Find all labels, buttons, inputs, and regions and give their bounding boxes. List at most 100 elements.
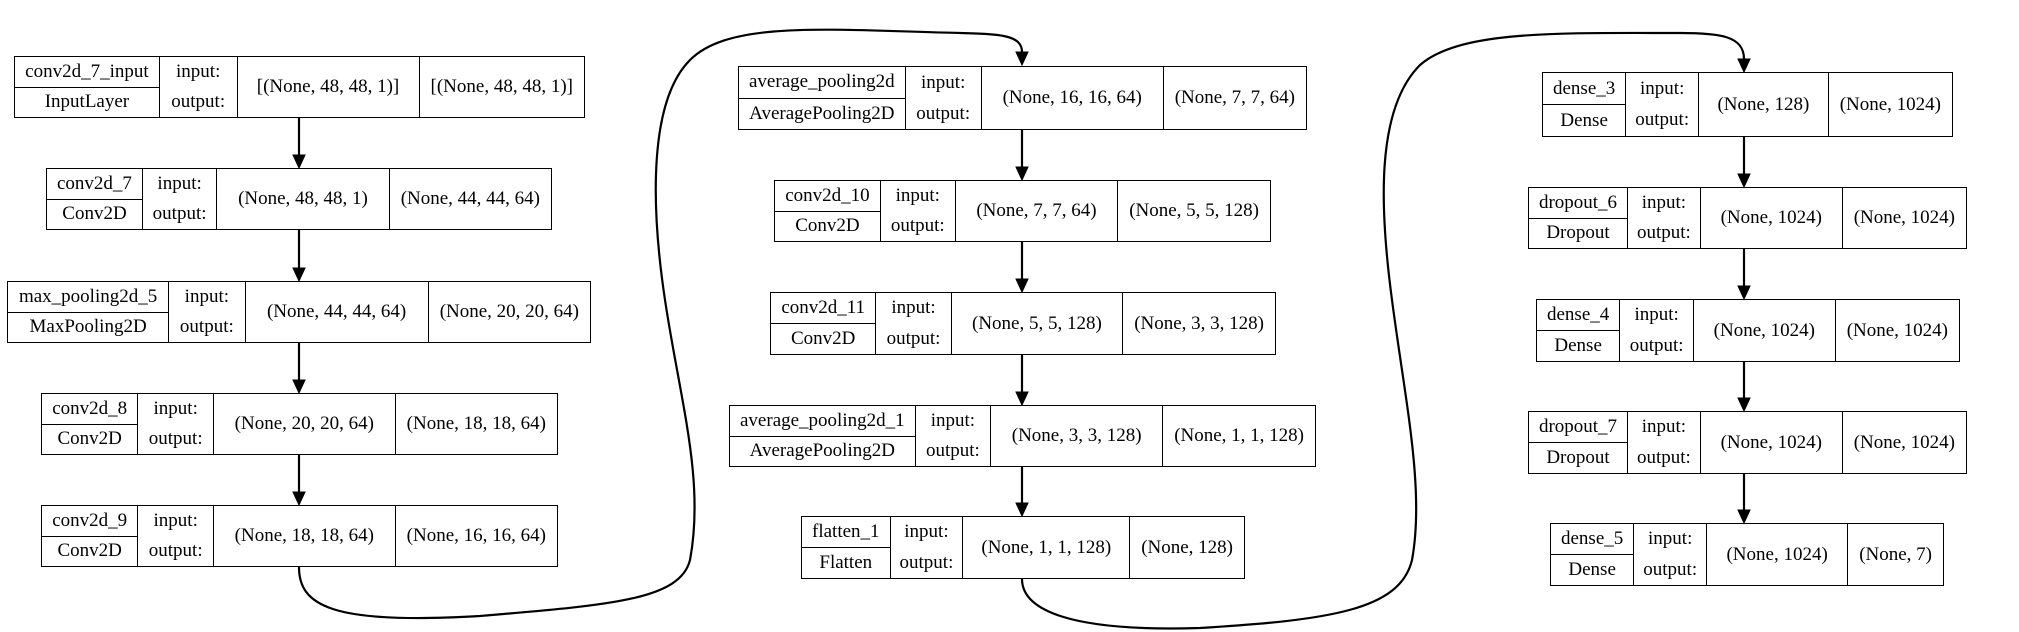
arrowhead xyxy=(1737,509,1751,525)
output-label: output: xyxy=(148,428,203,449)
output-label: output: xyxy=(171,91,226,112)
input-shape: (None, 44, 44, 64) xyxy=(246,282,429,342)
input-label: input: xyxy=(153,510,198,531)
arrowhead xyxy=(1737,285,1751,301)
output-label: output: xyxy=(1637,446,1691,468)
layer-name: dense_4 xyxy=(1537,300,1620,331)
output-shape: (None, 1, 1, 128) xyxy=(1174,425,1304,446)
layer-type: Dense xyxy=(1560,109,1608,131)
input-label: input: xyxy=(895,185,940,206)
layer-type: InputLayer xyxy=(44,91,130,113)
input-label: input: xyxy=(1634,304,1679,326)
output-label: output: xyxy=(152,203,207,224)
output-shape: (None, 128) xyxy=(1141,536,1233,558)
layer-type: Dense xyxy=(1568,559,1616,580)
input-shape: (None, 1024) xyxy=(1707,524,1849,585)
output-shape: (None, 1024) xyxy=(1853,207,1955,228)
input-shape: (None, 48, 48, 1) xyxy=(217,169,390,229)
arrowhead xyxy=(1015,391,1029,407)
layer-type: MaxPooling2D xyxy=(29,316,147,338)
layer-type: Dropout xyxy=(1546,222,1610,244)
output-label: output: xyxy=(1629,334,1684,356)
arrowhead xyxy=(1737,58,1751,74)
layer-name: flatten_1 xyxy=(802,517,890,548)
layer-name: conv2d_8 xyxy=(42,394,138,425)
input-label: input: xyxy=(153,398,198,419)
layer-name: dropout_7 xyxy=(1529,412,1627,443)
input-shape: (None, 1024) xyxy=(1701,188,1843,248)
output-label: output: xyxy=(916,102,971,124)
layer-name: dense_5 xyxy=(1551,524,1634,555)
arrowhead xyxy=(1015,278,1029,294)
layer-type: AveragePooling2D xyxy=(749,440,895,462)
layer-name: conv2d_11 xyxy=(771,293,876,324)
output-shape: (None, 1024) xyxy=(1853,431,1955,453)
input-shape: (None, 1024) xyxy=(1694,300,1836,361)
output-shape: (None, 5, 5, 128) xyxy=(1129,200,1259,221)
layer-type: Conv2D xyxy=(57,540,122,562)
layer-type: Conv2D xyxy=(62,203,127,225)
arrowhead xyxy=(1015,166,1029,182)
input-label: input: xyxy=(176,61,221,82)
layer-name: average_pooling2d xyxy=(739,67,905,99)
layer-type: Conv2D xyxy=(790,328,856,349)
input-label: input: xyxy=(1648,528,1693,550)
layer-type: Conv2D xyxy=(57,428,122,450)
input-label: input: xyxy=(157,173,202,194)
input-shape: (None, 3, 3, 128) xyxy=(991,406,1164,466)
arrowhead xyxy=(1015,51,1029,67)
layer-name: conv2d_10 xyxy=(775,181,880,212)
output-shape: (None, 44, 44, 64) xyxy=(400,188,540,209)
output-label: output: xyxy=(148,540,203,561)
edge-flatten_1-to-dense_3 xyxy=(1020,31,1746,630)
output-label: output: xyxy=(179,316,234,337)
input-label: input: xyxy=(930,410,976,431)
arrowhead xyxy=(1737,173,1751,189)
output-shape: (None, 16, 16, 64) xyxy=(406,525,546,546)
input-label: input: xyxy=(891,297,936,319)
arrowhead xyxy=(292,491,306,507)
input-shape: (None, 1024) xyxy=(1701,412,1843,473)
layer-name: conv2d_7 xyxy=(47,169,142,200)
input-shape: (None, 5, 5, 128) xyxy=(952,293,1124,354)
output-label: output: xyxy=(899,551,954,573)
input-label: input: xyxy=(1641,416,1687,438)
output-label: output: xyxy=(890,215,945,236)
input-shape: (None, 18, 18, 64) xyxy=(214,506,396,566)
layer-type: Conv2D xyxy=(795,215,860,237)
input-shape: (None, 128) xyxy=(1699,73,1829,136)
arrowhead xyxy=(292,267,306,283)
input-label: input: xyxy=(1640,77,1685,99)
layer-name: average_pooling2d_1 xyxy=(730,406,915,437)
arrowhead xyxy=(1737,397,1751,413)
layer-type: AveragePooling2D xyxy=(749,102,895,124)
output-shape: (None, 7, 7, 64) xyxy=(1174,87,1295,108)
layer-type: Flatten xyxy=(819,552,873,573)
input-shape: (None, 16, 16, 64) xyxy=(982,67,1164,129)
arrowhead xyxy=(292,379,306,395)
arrowhead xyxy=(292,154,306,170)
layer-name: conv2d_9 xyxy=(42,506,138,537)
output-shape: (None, 1024) xyxy=(1846,319,1948,341)
edge-conv2d_9-to-average_pooling2d xyxy=(297,28,1024,620)
layer-type: Dropout xyxy=(1546,447,1610,468)
output-label: output: xyxy=(1643,558,1698,580)
input-label: input: xyxy=(904,521,949,543)
input-label: input: xyxy=(921,71,966,93)
output-label: output: xyxy=(1637,222,1691,243)
